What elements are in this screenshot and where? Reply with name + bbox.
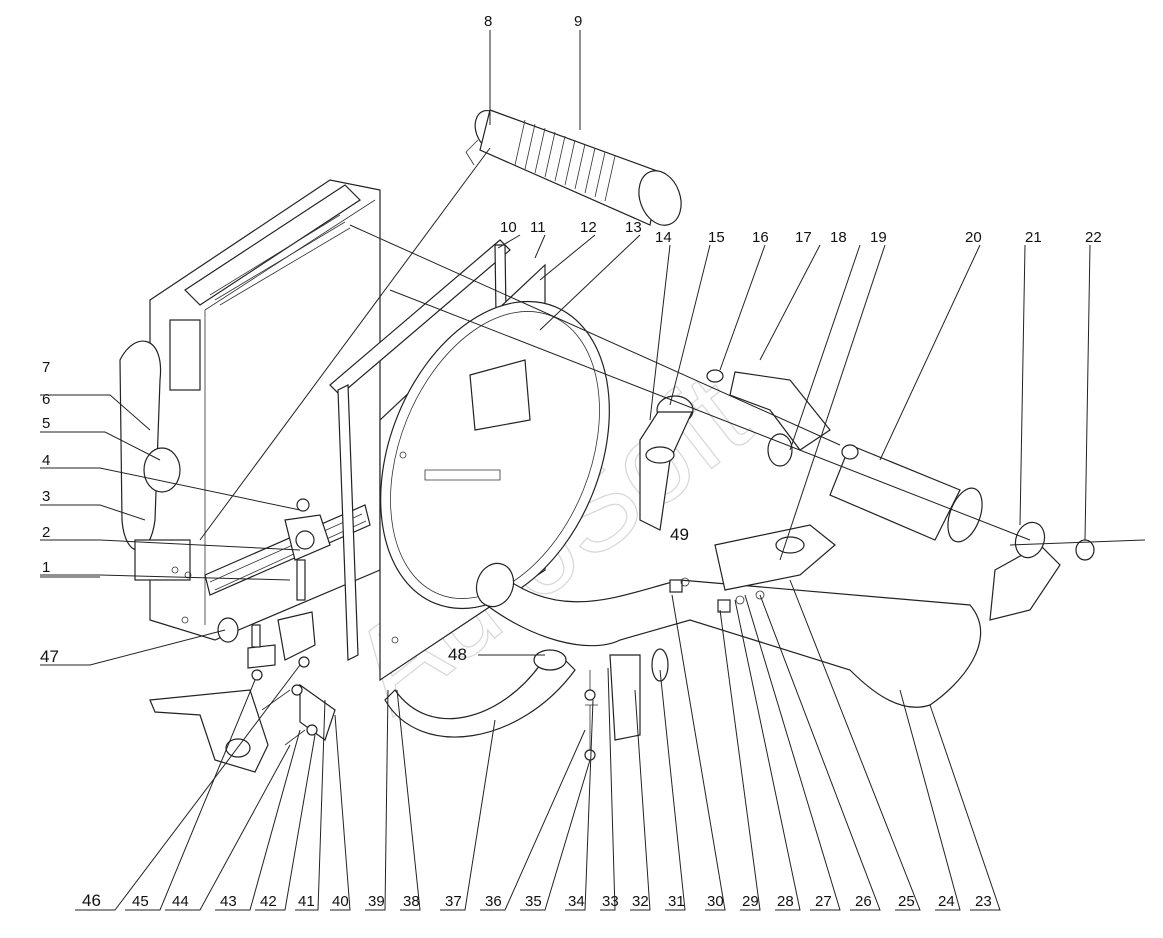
callout-46: 46 — [82, 891, 101, 910]
callout-23: 23 — [975, 893, 992, 910]
callout-17: 17 — [795, 229, 812, 246]
callout-10-top: 10 — [500, 219, 517, 236]
callout-48: 48 — [448, 645, 467, 664]
callout-41: 41 — [298, 893, 315, 910]
callout-5: 5 — [42, 415, 50, 432]
callout-49: 49 — [670, 525, 689, 544]
callout-34: 34 — [568, 893, 585, 910]
callout-13: 13 — [625, 219, 642, 236]
callout-14: 14 — [655, 229, 672, 246]
callout-7: 7 — [42, 359, 50, 376]
callout-21: 21 — [1025, 229, 1042, 246]
callout-20: 20 — [965, 229, 982, 246]
callout-19: 19 — [870, 229, 887, 246]
callout-25: 25 — [898, 893, 915, 910]
callout-16: 16 — [752, 229, 769, 246]
callout-27: 27 — [815, 893, 832, 910]
callout-labels: 8 9 10 11 12 13 14 15 16 17 18 19 20 21 … — [40, 13, 1102, 910]
callout-42: 42 — [260, 893, 277, 910]
callout-4: 4 — [42, 452, 50, 469]
callout-18: 18 — [830, 229, 847, 246]
lower-mount-parts — [149, 498, 336, 773]
callout-24: 24 — [938, 893, 955, 910]
callout-1: 1 — [42, 559, 50, 576]
callout-31: 31 — [668, 893, 685, 910]
callout-29: 29 — [742, 893, 759, 910]
callout-36: 36 — [485, 893, 502, 910]
callout-11: 11 — [530, 219, 546, 236]
callout-39: 39 — [368, 893, 385, 910]
callout-2: 2 — [42, 524, 50, 541]
intake-pipe-upper — [639, 369, 983, 543]
callout-9: 9 — [574, 13, 582, 30]
callout-40: 40 — [332, 893, 349, 910]
callout-28: 28 — [777, 893, 794, 910]
callout-8: 8 — [484, 13, 492, 30]
callout-32: 32 — [632, 893, 649, 910]
callout-22: 22 — [1085, 229, 1102, 246]
callout-38: 38 — [403, 893, 420, 910]
callout-12: 12 — [580, 219, 597, 236]
callout-47: 47 — [40, 647, 59, 666]
callout-44: 44 — [172, 893, 189, 910]
callout-45: 45 — [132, 893, 149, 910]
leader-lines — [40, 30, 1146, 911]
intake-hose — [465, 109, 682, 226]
callout-33: 33 — [602, 893, 619, 910]
charge-pipe — [475, 521, 1095, 708]
callout-43: 43 — [220, 893, 237, 910]
callout-37: 37 — [445, 893, 462, 910]
callout-30: 30 — [707, 893, 724, 910]
callout-3: 3 — [42, 488, 50, 505]
callout-26: 26 — [855, 893, 872, 910]
callout-35: 35 — [525, 893, 542, 910]
lower-hose — [384, 648, 669, 761]
callout-6: 6 — [42, 391, 50, 408]
callout-15: 15 — [708, 229, 725, 246]
